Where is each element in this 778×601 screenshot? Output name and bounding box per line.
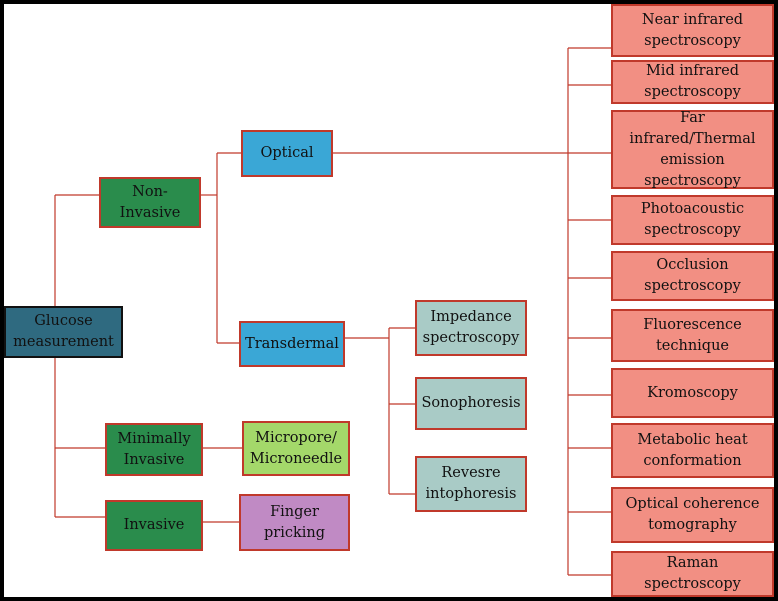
node-non-invasive: Non- Invasive	[99, 177, 201, 228]
node-transdermal: Transdermal	[239, 321, 345, 367]
node-far-infrared-thermal: Far infrared/Thermal emission spectrosco…	[611, 110, 774, 189]
node-fluorescence: Fluorescence technique	[611, 309, 774, 362]
node-reverse-iontophoresis: Revesre intophoresis	[415, 456, 527, 512]
node-photoacoustic: Photoacoustic spectroscopy	[611, 195, 774, 245]
node-glucose-measurement: Glucose measurement	[4, 306, 123, 358]
node-kromoscopy: Kromoscopy	[611, 368, 774, 418]
node-impedance-spectroscopy: Impedance spectroscopy	[415, 300, 527, 356]
node-mid-infrared: Mid infrared spectroscopy	[611, 60, 774, 104]
node-finger-pricking: Finger pricking	[239, 494, 350, 551]
node-optical-coherence: Optical coherence tomography	[611, 487, 774, 543]
node-raman: Raman spectroscopy	[611, 551, 774, 597]
node-metabolic-heat: Metabolic heat conformation	[611, 423, 774, 478]
node-invasive: Invasive	[105, 500, 203, 551]
node-sonophoresis: Sonophoresis	[415, 377, 527, 430]
node-minimally-invasive: Minimally Invasive	[105, 423, 203, 476]
node-micropore-microneedle: Micropore/ Microneedle	[242, 421, 350, 476]
node-optical: Optical	[241, 130, 333, 177]
node-near-infrared: Near infrared spectroscopy	[611, 4, 774, 57]
node-occlusion: Occlusion spectroscopy	[611, 251, 774, 301]
